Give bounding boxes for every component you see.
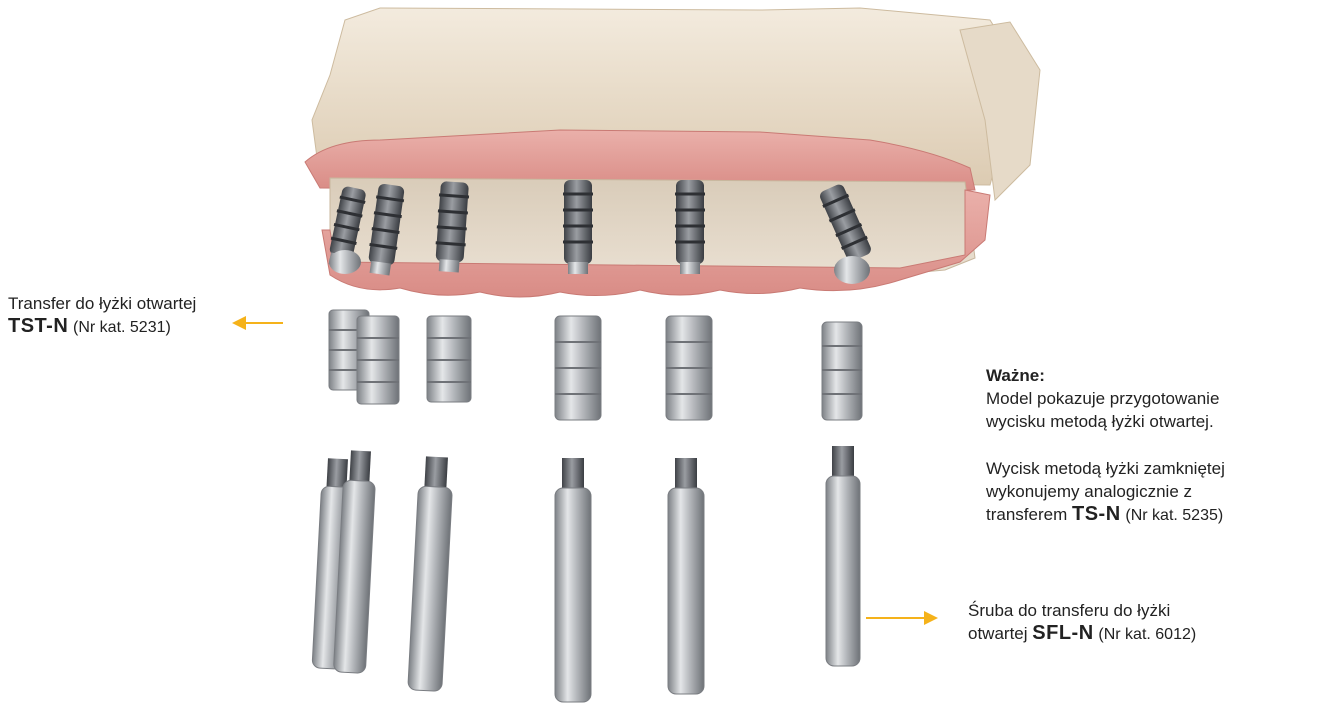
screw-code: SFL-N — [1032, 622, 1093, 644]
transfer-coping — [357, 316, 399, 404]
transfer-coping — [822, 322, 862, 420]
screw-label-prefix: otwartej — [968, 624, 1028, 643]
screw-label: Śruba do transferu do łyżki otwartej SFL… — [968, 599, 1196, 646]
transfers — [329, 310, 862, 420]
transfer-coping — [666, 316, 712, 420]
bone-model — [330, 178, 975, 274]
important-catalog: (Nr kat. 5235) — [1125, 507, 1223, 524]
important-title: Ważne: — [986, 364, 1316, 387]
screw — [826, 446, 860, 666]
important-line4: wykonujemy analogicznie z — [986, 480, 1316, 503]
angled-abutment — [329, 250, 361, 274]
screw — [408, 456, 454, 691]
transfer-catalog: (Nr kat. 5231) — [73, 319, 171, 336]
screws — [312, 446, 860, 702]
implant — [563, 180, 593, 274]
important-line2: wycisku metodą łyżki otwartej. — [986, 410, 1316, 433]
transfer-label-line1: Transfer do łyżki otwartej — [8, 292, 196, 315]
screw-label-line1: Śruba do transferu do łyżki — [968, 599, 1196, 622]
screw — [668, 458, 704, 694]
angled-abutment — [834, 256, 870, 284]
transfer-coping — [427, 316, 471, 402]
important-code: TS-N — [1072, 503, 1121, 525]
screw — [555, 458, 591, 702]
transfer-coping — [555, 316, 601, 420]
screw-catalog: (Nr kat. 6012) — [1098, 626, 1196, 643]
important-line1: Model pokazuje przygotowanie — [986, 387, 1316, 410]
important-line5-prefix: transferem — [986, 505, 1067, 524]
transfer-label: Transfer do łyżki otwartej TST-N (Nr kat… — [8, 292, 196, 339]
transfer-code: TST-N — [8, 315, 68, 337]
screw-arrow — [866, 611, 938, 625]
important-line3: Wycisk metodą łyżki zamkniętej — [986, 457, 1316, 480]
important-note: Ważne: Model pokazuje przygotowanie wyci… — [986, 364, 1316, 527]
implant — [675, 180, 705, 274]
transfer-arrow — [232, 316, 283, 330]
